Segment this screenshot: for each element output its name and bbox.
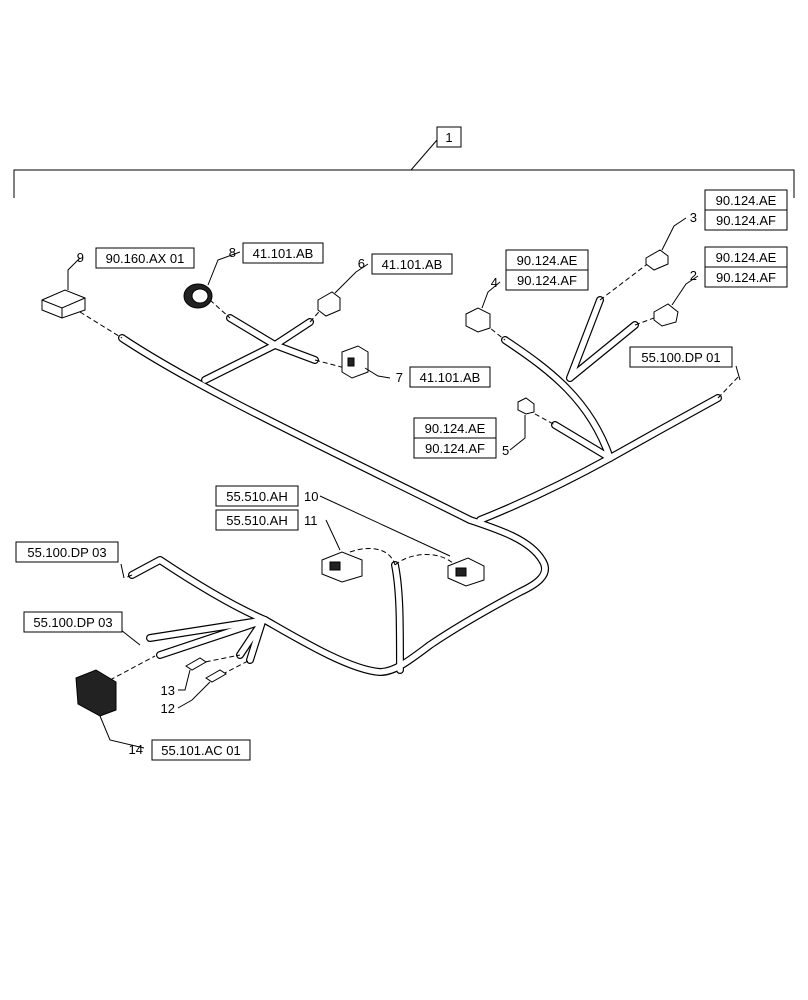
item-number-12: 12 xyxy=(161,701,175,716)
item-number-4: 4 xyxy=(491,275,498,290)
wire-harness xyxy=(118,296,722,676)
sheet-ref-dp03-upper: 55.100.DP 03 xyxy=(15,541,119,563)
item-number-3: 3 xyxy=(690,210,697,225)
item-number-5: 5 xyxy=(502,443,509,458)
reference-box-dp03-upper: 55.100.DP 03 xyxy=(27,545,106,560)
assembly-callout: 1 xyxy=(445,130,452,145)
wire-fill-4 xyxy=(477,455,613,523)
reference-box-dp03-lower: 55.100.DP 03 xyxy=(33,615,112,630)
reference-box-10: 55.510.AH xyxy=(226,489,287,504)
callout-4: 4 90.124.AE 90.124.AF xyxy=(491,249,589,291)
reference-box-8: 41.101.AB xyxy=(253,246,314,261)
connector-7 xyxy=(341,345,369,379)
connector-8 xyxy=(183,283,213,309)
connector-4 xyxy=(465,307,491,333)
reference-box-9: 90.160.AX 01 xyxy=(106,251,185,266)
terminal-13 xyxy=(185,657,207,671)
connector-leads xyxy=(79,261,741,681)
reference-box-11: 55.510.AH xyxy=(226,513,287,528)
callout-7: 7 41.101.AB xyxy=(396,366,491,388)
callout-13: 13 xyxy=(161,683,175,698)
wire-fill-10 xyxy=(147,617,268,641)
item-number-6: 6 xyxy=(358,256,365,271)
reference-box-5-af: 90.124.AF xyxy=(425,441,485,456)
wire-fill-6 xyxy=(502,337,613,461)
wire-fill-9 xyxy=(392,562,403,673)
sheet-ref-dp03-lower: 55.100.DP 03 xyxy=(23,611,123,633)
connector-14 xyxy=(75,669,117,717)
connector-6 xyxy=(317,291,341,317)
callout-11: 55.510.AH 11 xyxy=(215,509,318,531)
callout-5: 90.124.AE 90.124.AF 5 xyxy=(413,417,509,459)
connector-5 xyxy=(517,397,535,415)
connector-9 xyxy=(41,289,86,319)
reference-box-3-af: 90.124.AF xyxy=(716,213,776,228)
item-number-8: 8 xyxy=(229,245,236,260)
reference-box-2-af: 90.124.AF xyxy=(716,270,776,285)
wire-outline-3 xyxy=(128,516,549,676)
reference-box-2-ae: 90.124.AE xyxy=(716,250,777,265)
wire-fill-2 xyxy=(227,315,318,363)
item-number-2: 2 xyxy=(690,268,697,283)
item-number-11: 11 xyxy=(304,513,318,528)
reference-box-4-ae: 90.124.AE xyxy=(517,253,578,268)
connector-10 xyxy=(447,557,485,587)
callout-leaders xyxy=(67,217,741,749)
reference-box-dp01: 55.100.DP 01 xyxy=(641,350,720,365)
item-number-9: 9 xyxy=(77,250,84,265)
callout-9: 9 90.160.AX 01 xyxy=(77,247,195,269)
wire-fill-11 xyxy=(157,617,268,658)
wire-fill-0 xyxy=(119,335,473,523)
wire-fill-8 xyxy=(567,322,638,381)
callout-14: 14 55.101.AC 01 xyxy=(129,739,251,761)
terminal-12 xyxy=(205,669,227,683)
reference-box-6: 41.101.AB xyxy=(382,257,443,272)
reference-box-5-ae: 90.124.AE xyxy=(425,421,486,436)
reference-box-7: 41.101.AB xyxy=(420,370,481,385)
callout-6: 6 41.101.AB xyxy=(358,253,453,275)
callout-10: 55.510.AH 10 xyxy=(215,485,318,507)
wire-fill-5 xyxy=(607,395,721,461)
callout-3: 3 90.124.AE 90.124.AF xyxy=(690,189,788,231)
wire-fill-14 xyxy=(552,422,613,461)
connector-2 xyxy=(653,303,679,327)
wire-fill-13 xyxy=(247,619,265,663)
item-number-10: 10 xyxy=(304,489,318,504)
assembly-bracket: 1 xyxy=(13,126,795,198)
item-number-14: 14 xyxy=(129,742,143,757)
callout-8: 8 41.101.AB xyxy=(229,242,324,264)
connector-3 xyxy=(645,249,669,271)
item-number-13: 13 xyxy=(161,683,175,698)
reference-box-4-af: 90.124.AF xyxy=(517,273,577,288)
item-number-7: 7 xyxy=(396,370,403,385)
callout-2: 2 90.124.AE 90.124.AF xyxy=(690,246,788,288)
wire-fill-7 xyxy=(567,297,603,381)
wire-fill-3 xyxy=(129,517,548,675)
sheet-ref-dp01: 55.100.DP 01 xyxy=(629,346,733,368)
callout-12: 12 xyxy=(161,701,175,716)
connector-11 xyxy=(321,551,363,583)
reference-box-3-ae: 90.124.AE xyxy=(716,193,777,208)
reference-box-14: 55.101.AC 01 xyxy=(161,743,241,758)
